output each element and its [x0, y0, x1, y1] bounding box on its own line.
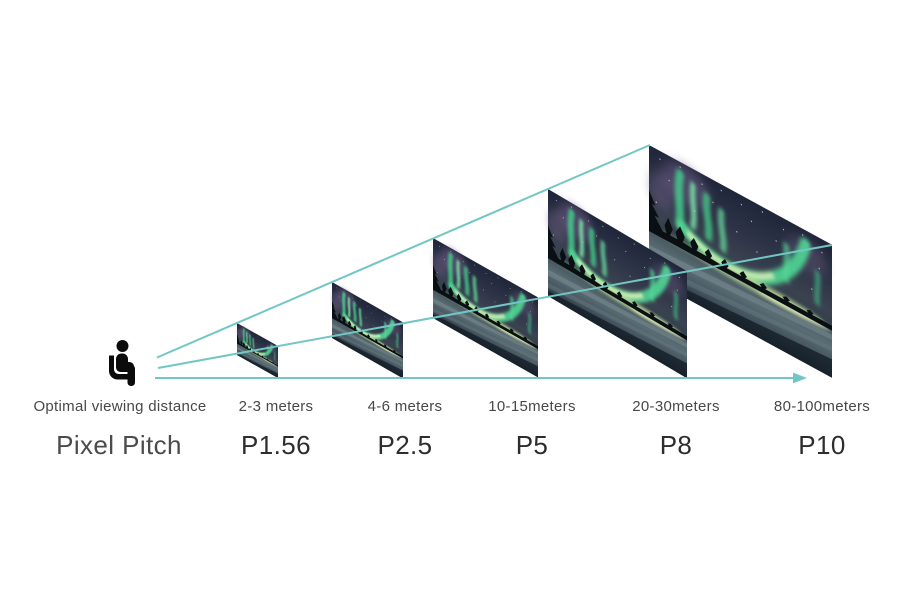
distance-label-3: 10-15meters: [488, 398, 576, 415]
pitch-label-3: P5: [515, 430, 549, 460]
pitch-label-5: P10: [798, 430, 846, 460]
distance-label-4: 20-30meters: [632, 398, 720, 415]
pixel-pitch-row-label: Pixel Pitch: [56, 430, 182, 460]
seated-person-icon: [109, 340, 135, 386]
pitch-label-4: P8: [659, 430, 693, 460]
pitch-label-1: P1.56: [241, 430, 311, 460]
upper-viewing-line: [156, 144, 651, 359]
viewer-distance-label: Optimal viewing distance: [33, 398, 207, 415]
viewing-lines: [155, 144, 833, 384]
distance-label-2: 4-6 meters: [367, 398, 443, 415]
distance-label-1: 2-3 meters: [238, 398, 314, 415]
middle-viewing-line: [157, 244, 833, 369]
right-arrow-icon: [793, 372, 807, 384]
pitch-label-2: P2.5: [377, 430, 433, 460]
distance-label-5: 80-100meters: [773, 398, 871, 415]
